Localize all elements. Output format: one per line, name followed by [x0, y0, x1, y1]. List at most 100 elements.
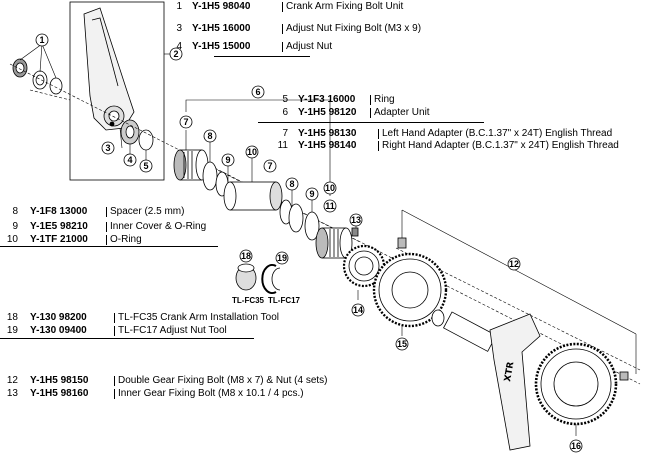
callout: 9	[305, 187, 319, 201]
part-code: Y-130 09400	[30, 325, 87, 336]
callout: 15	[395, 337, 409, 351]
callout-circle	[305, 187, 319, 201]
callout: 18	[239, 249, 253, 263]
callout-circle	[169, 47, 183, 61]
tl-fc35-tool	[235, 263, 257, 291]
part-description: Inner Gear Fixing Bolt (M8 x 10.1 / 4 pc…	[118, 388, 304, 399]
callout-circle	[507, 257, 521, 271]
callout-number: 6	[255, 87, 260, 97]
part-number: 13	[6, 388, 18, 399]
middle-chainring	[372, 252, 448, 328]
callout-number: 10	[247, 147, 257, 157]
callout-circle	[323, 199, 337, 213]
part-description: Crank Arm Fixing Bolt Unit	[286, 1, 404, 12]
callout-circle	[349, 213, 363, 227]
callout-number: 19	[277, 253, 287, 263]
part-separator	[378, 141, 379, 151]
callout-circle	[251, 85, 265, 99]
part-separator	[282, 2, 283, 12]
part-description: Right Hand Adapter (B.C.1.37" x 24T) Eng…	[382, 140, 619, 151]
adjust-nut	[120, 119, 140, 145]
part-number: 8	[12, 206, 18, 217]
callout: 9	[221, 153, 235, 167]
inner-gear-bolt	[351, 227, 359, 237]
part-number: 10	[6, 234, 18, 245]
part-separator	[114, 313, 115, 323]
part-number: 11	[277, 140, 288, 151]
part-separator	[114, 376, 115, 386]
part-description: TL-FC17 Adjust Nut Tool	[118, 325, 227, 336]
part-separator	[282, 42, 283, 52]
callout-number: 1	[39, 35, 44, 45]
part-description: Inner Cover & O-Ring	[110, 221, 207, 232]
part-code: Y-1F8 13000	[30, 206, 88, 217]
adjust-nut-bolt	[109, 121, 115, 127]
callout-number: 8	[207, 131, 212, 141]
callout-circle	[285, 177, 299, 191]
double-gear-bolt	[397, 237, 407, 249]
callout: 1	[35, 33, 49, 47]
callout-number: 4	[127, 155, 132, 165]
part-number: 4	[176, 41, 182, 52]
left-crank-arm	[83, 7, 135, 131]
callout: 3	[101, 141, 115, 155]
part-number: 18	[6, 312, 18, 323]
tool-label-tl-fc17: TL-FC17	[268, 296, 301, 305]
part-description: Spacer (2.5 mm)	[110, 206, 185, 217]
callout-number: 15	[397, 339, 407, 349]
callout-number: 11	[325, 201, 335, 211]
callout-circle	[35, 33, 49, 47]
part-description: O-Ring	[110, 234, 142, 245]
part-number: 5	[282, 94, 288, 105]
spacer-right-1	[288, 203, 304, 233]
callout-circle	[123, 153, 137, 167]
part-separator	[106, 207, 107, 217]
part-separator	[106, 222, 107, 232]
divider-tools	[0, 338, 254, 339]
crank-fixing-bolt-unit	[12, 58, 63, 95]
part-description: Adapter Unit	[374, 107, 430, 118]
callout-number: 16	[571, 441, 581, 451]
callout: 8	[203, 129, 217, 143]
callout-circle	[351, 303, 365, 317]
callout-number: 10	[325, 183, 335, 193]
callout: 6	[251, 85, 265, 99]
part-code: Y-1H5 98140	[298, 140, 357, 151]
callout-circle	[239, 249, 253, 263]
callout-circle	[139, 159, 153, 173]
part-code: Y-1H5 98040	[192, 1, 251, 12]
callout-number: 14	[353, 305, 363, 315]
callout-circle	[245, 145, 259, 159]
part-description: Left Hand Adapter (B.C.1.37" x 24T) Engl…	[382, 128, 613, 139]
callout: 13	[349, 213, 363, 227]
part-code: Y-1F3 16000	[298, 94, 356, 105]
part-code: Y-1H5 15000	[192, 41, 251, 52]
callout: 4	[123, 153, 137, 167]
callout-circle	[395, 337, 409, 351]
part-code: Y-1H5 16000	[192, 23, 251, 34]
callout-number: 13	[351, 215, 361, 225]
callout: 2	[169, 47, 183, 61]
crank-arm-box	[69, 1, 165, 181]
callout-number: 2	[173, 49, 178, 59]
callout-number: 7	[183, 117, 188, 127]
divider-spacer	[0, 246, 218, 247]
part-description: Adjust Nut Fixing Bolt (M3 x 9)	[286, 23, 422, 34]
part-code: Y-1E5 98210	[30, 221, 88, 232]
part-description: Ring	[374, 94, 395, 105]
left-hand-adapter	[173, 149, 209, 181]
part-separator	[282, 24, 283, 34]
part-separator	[106, 235, 107, 245]
right-crank-arm: XTR	[443, 311, 541, 451]
callout: 10	[245, 145, 259, 159]
part-separator	[370, 95, 371, 105]
part-code: Y-1H5 98120	[298, 107, 357, 118]
part-separator	[114, 326, 115, 336]
callout-number: 8	[289, 179, 294, 189]
callout-number: 9	[225, 155, 230, 165]
part-number: 19	[6, 325, 18, 336]
part-number: 9	[12, 221, 18, 232]
divider-adapter	[258, 122, 484, 123]
